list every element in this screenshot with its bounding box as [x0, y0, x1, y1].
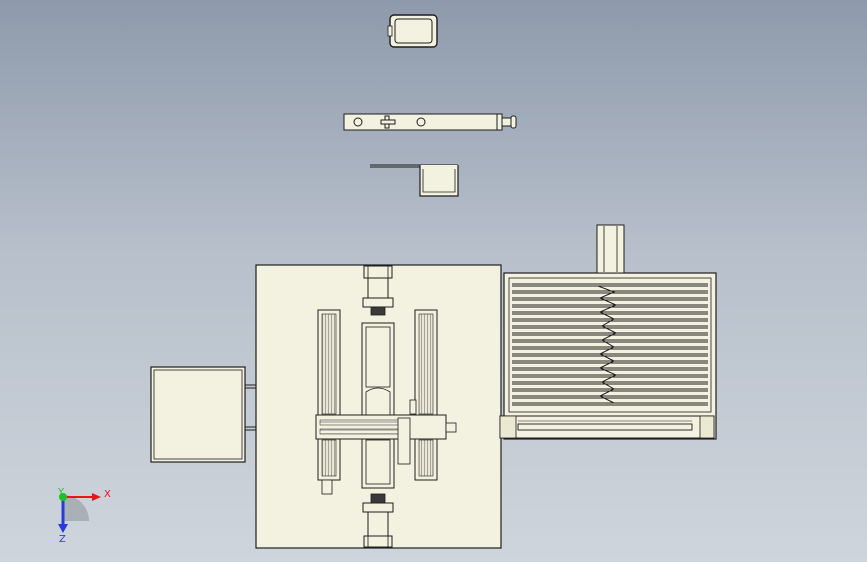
triad-y-axis-icon: [59, 493, 67, 501]
horizontal-cross-slide[interactable]: [315, 414, 457, 465]
center-channel[interactable]: [361, 322, 395, 489]
side-box[interactable]: [150, 366, 246, 463]
rack-bottom-cylinder[interactable]: [499, 415, 715, 439]
rack-post[interactable]: [596, 224, 625, 274]
triad-x-arrow-icon: [92, 493, 101, 501]
triad-z-label: Z: [59, 534, 66, 545]
left-linear-slide[interactable]: [317, 309, 341, 495]
slotted-bar-part[interactable]: [343, 113, 517, 131]
stacking-rack[interactable]: [503, 272, 717, 440]
triad-shadow: [63, 495, 89, 521]
rect-frame-part[interactable]: [387, 14, 438, 48]
bottom-clamp[interactable]: [362, 493, 394, 548]
coordinate-triad: X Y Z: [57, 487, 111, 545]
top-clamp[interactable]: [362, 265, 394, 316]
triad-z-arrow-icon: [58, 524, 68, 533]
triad-x-label: X: [104, 489, 111, 500]
bent-bracket-part[interactable]: [370, 164, 459, 197]
rack-center-spring: [597, 285, 618, 404]
triad-y-label: Y: [57, 487, 65, 498]
